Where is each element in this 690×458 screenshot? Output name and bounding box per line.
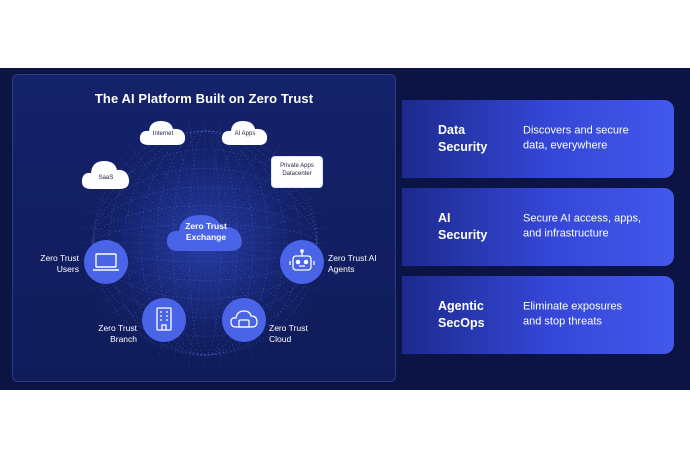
card-description: Discovers and secure data, everywhere (523, 124, 663, 155)
agents-label-line2: Agents (328, 264, 355, 274)
card-desc-line1: Eliminate exposures (523, 300, 623, 313)
card-title-line1: Agentic (438, 299, 484, 314)
card-desc-line2: data, everywhere (523, 140, 608, 152)
card-desc-line1: Discovers and secure (523, 124, 629, 137)
building-icon (156, 307, 172, 331)
card-description: Secure AI access, apps, and infrastructu… (523, 212, 663, 243)
ai-apps-label: AI Apps (234, 131, 256, 137)
cloud-icon (230, 310, 258, 328)
card-agentic-secops: Agentic SecOps Eliminate exposures and s… (402, 276, 674, 354)
cloud-label-line1: Zero Trust (269, 323, 308, 333)
zero-trust-diagram: The AI Platform Built on Zero Trust Inte… (12, 74, 396, 382)
branch-node (142, 298, 186, 342)
robot-icon (289, 249, 315, 271)
internet-cloud-icon (139, 121, 186, 145)
globe-parallel (92, 149, 318, 337)
saas-label: SaaS (98, 175, 114, 181)
diagram-title: The AI Platform Built on Zero Trust (94, 91, 314, 106)
globe-parallel (92, 186, 318, 300)
agents-node (280, 240, 324, 284)
globe-parallel (92, 167, 318, 319)
card-title: Data Security (438, 122, 518, 156)
card-title-line2: SecOps (438, 316, 485, 330)
card-data-security: Data Security Discovers and secure data,… (402, 100, 674, 178)
globe-parallel (92, 205, 318, 281)
datacenter-label-line1: Private Apps (280, 163, 314, 169)
globe-meridian (124, 130, 286, 356)
users-label-line1: Zero Trust (40, 253, 79, 263)
card-description: Eliminate exposures and stop threats (523, 300, 663, 331)
saas-cloud-icon (81, 161, 130, 189)
datacenter-label-line2: Datacenter (282, 171, 312, 177)
users-label-line2: Users (56, 264, 79, 274)
card-title-line2: Security (438, 140, 488, 154)
cloud-label-line2: Cloud (269, 334, 292, 344)
card-desc-line2: and stop threats (523, 316, 602, 328)
globe-meridian (92, 130, 318, 356)
hero-banner: The AI Platform Built on Zero Trust Inte… (0, 68, 690, 390)
card-desc-line1: Secure AI access, apps, (523, 212, 642, 225)
branch-label-line2: Branch (110, 334, 137, 344)
card-title-line1: AI (438, 211, 451, 226)
globe-parallel (92, 223, 318, 263)
laptop-icon (93, 253, 119, 271)
card-title: Agentic SecOps (438, 298, 518, 332)
datacenter-box: Private Apps Datacenter (272, 157, 322, 187)
internet-label: Internet (152, 131, 174, 137)
exchange-label-line1: Zero Trust (185, 221, 227, 231)
card-title-line2: Security (438, 228, 488, 242)
branch-label-line1: Zero Trust (98, 323, 137, 333)
card-title-line1: Data (438, 123, 466, 138)
users-node (84, 240, 128, 284)
ai-apps-cloud-icon (221, 121, 268, 145)
cloud-node (222, 298, 266, 342)
exchange-label-line2: Exchange (185, 232, 227, 242)
card-desc-line2: and infrastructure (523, 228, 609, 240)
card-title: AI Security (438, 210, 518, 244)
globe-meridian (156, 130, 254, 356)
agents-label-line1: Zero Trust AI (328, 253, 377, 263)
globe-meridian (140, 130, 270, 356)
zero-trust-exchange-cloud-icon (166, 215, 242, 251)
card-ai-security: AI Security Secure AI access, apps, and … (402, 188, 674, 266)
